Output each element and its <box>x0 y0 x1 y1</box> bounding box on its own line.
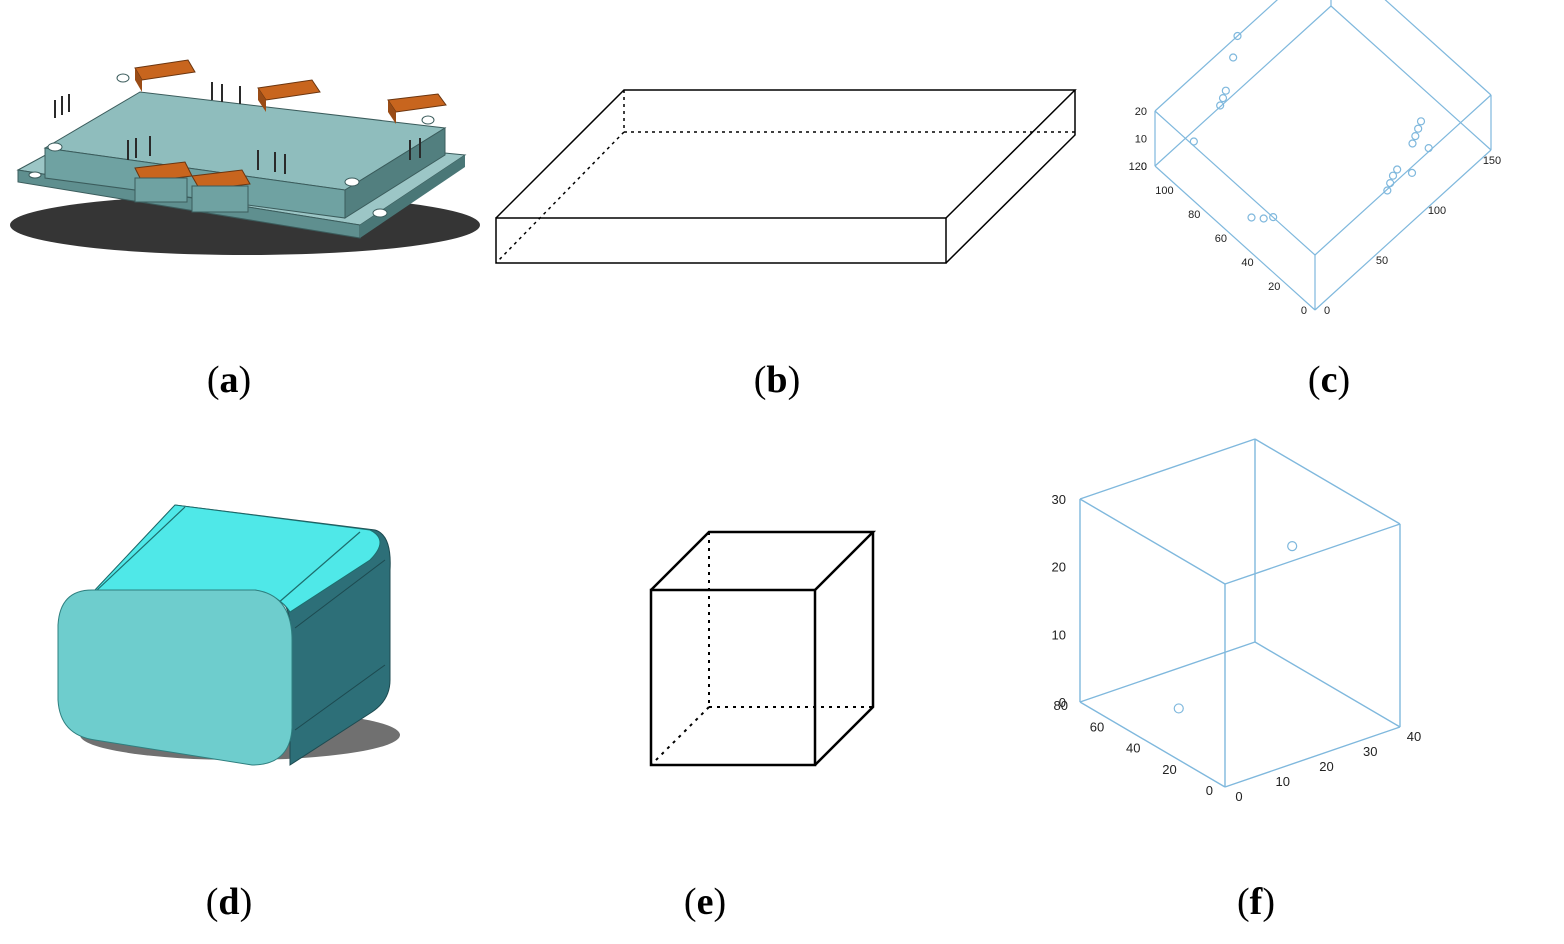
plot-c-z-tick-label: 0 <box>1141 161 1147 173</box>
plot-c-points <box>1189 31 1433 223</box>
plot-c-y-tick-label: 80 <box>1188 209 1200 221</box>
slab-wireframe <box>495 89 1077 264</box>
plot-f-box-edge <box>1254 641 1401 728</box>
panel-label-f: (f) <box>1237 881 1275 923</box>
plot-f-z-tick-label: 30 <box>1052 492 1066 507</box>
plot-f-bounding-box <box>1079 438 1401 788</box>
plot-f-y-tick-label: 80 <box>1054 698 1068 713</box>
plot-f-box-edge <box>1254 438 1401 525</box>
plot-c-data-point <box>1189 137 1198 146</box>
panel-label-a: (a) <box>206 359 252 401</box>
plot-f-box-edge <box>1224 523 1401 585</box>
plot-f-points <box>1173 540 1298 714</box>
plot-c-bounding-box <box>1154 0 1492 311</box>
plot-f-data-point <box>1287 540 1298 552</box>
plot-c-data-point <box>1269 213 1278 222</box>
plot-c-y-tick-label: 40 <box>1241 257 1253 269</box>
plot-c-data-point <box>1416 117 1426 126</box>
plot-f-y-tick-label: 60 <box>1090 719 1104 734</box>
plot-c-data-point <box>1414 124 1423 133</box>
plot-c-data-point <box>1411 132 1420 141</box>
plot-f-x-tick-label: 0 <box>1235 789 1242 804</box>
plot-c-box-edge <box>1384 0 1492 96</box>
plot-c-data-point <box>1383 186 1392 195</box>
plot-f-box-edge <box>1079 641 1256 703</box>
plot-f-y-tick-label: 40 <box>1126 741 1140 756</box>
panel-label-e: (e) <box>683 881 727 923</box>
plot-c-data-point <box>1259 214 1268 223</box>
panel-label-d: (d) <box>205 881 253 923</box>
cube-wireframe <box>649 530 877 767</box>
panel-label-b: (b) <box>753 359 801 401</box>
plot-f-data-point <box>1173 703 1184 714</box>
plot-c-y-tick-label: 60 <box>1215 233 1227 245</box>
capacitor-illustration <box>57 504 400 766</box>
plot-f-x-tick-label: 30 <box>1363 744 1377 759</box>
plot-f-y-tick-label: 20 <box>1162 762 1176 777</box>
plot-c-y-tick-label: 20 <box>1268 281 1280 293</box>
plot-f-x-tick-label: 40 <box>1407 729 1421 744</box>
plot-c-data-point <box>1424 144 1433 153</box>
plot-c-z-tick-label: 20 <box>1135 106 1147 118</box>
plot-c-data-point <box>1388 171 1398 180</box>
plot-c-data-point <box>1407 168 1417 177</box>
plot-f-x-tick-label: 10 <box>1276 774 1290 789</box>
plot-f-z-tick-label: 0 <box>1059 695 1066 710</box>
plot-c-data-point <box>1233 31 1242 41</box>
plot-c-box-edge <box>1154 165 1316 311</box>
igbt-module-illustration <box>10 59 480 255</box>
plot-c-box-edge <box>1154 110 1316 256</box>
plot-f-box-edge <box>1224 726 1401 788</box>
plot-c-x-tick-label: 0 <box>1324 305 1330 317</box>
plot-c-x-tick-label: 100 <box>1428 205 1446 217</box>
plot-f-y-tick-label: 0 <box>1206 783 1213 798</box>
plot-c-box-edge <box>1314 94 1492 256</box>
plot-c-data-point <box>1216 101 1225 110</box>
plot-c-x-tick-label: 150 <box>1483 155 1501 167</box>
plot-f-z-tick-label: 10 <box>1052 627 1066 642</box>
plot-c-data-point <box>1408 139 1417 148</box>
plot-f-box-edge <box>1079 701 1226 788</box>
plot-f-x-tick-label: 20 <box>1319 759 1333 774</box>
panel-label-c: (c) <box>1307 359 1351 401</box>
plot-c-data-point <box>1218 93 1228 103</box>
plot-f-box-edge <box>1079 438 1256 500</box>
plot-c-box-edge <box>1154 0 1278 112</box>
plot-c-box-edge <box>1314 149 1492 311</box>
plot-c-y-tick-label: 0 <box>1301 305 1307 317</box>
plot-f-box-edge <box>1079 498 1226 585</box>
plot-c-box-edge <box>1330 5 1492 151</box>
plot-c-data-point <box>1386 179 1395 188</box>
plot-f-z-tick-label: 20 <box>1052 560 1066 575</box>
plot-c-x-tick-label: 50 <box>1376 255 1388 267</box>
plot-c-data-point <box>1229 53 1238 62</box>
plot-c-z-tick-label: 10 <box>1135 134 1147 146</box>
plot-c-data-point <box>1393 165 1402 174</box>
plot-c-y-tick-label: 100 <box>1155 185 1173 197</box>
plot-c-data-point <box>1221 86 1230 95</box>
plot-c-data-point <box>1247 213 1256 222</box>
plot-c-box-edge <box>1154 5 1332 167</box>
plot-c-y-tick-label: 120 <box>1129 161 1147 173</box>
